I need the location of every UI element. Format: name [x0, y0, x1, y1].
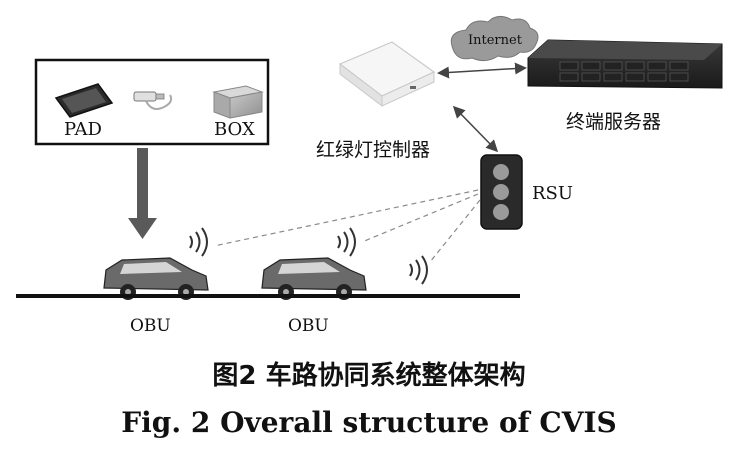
- box-label: BOX: [214, 119, 255, 140]
- rsu-label: RSU: [532, 183, 573, 204]
- car-icon: [261, 257, 367, 300]
- install-arrow: [128, 148, 157, 239]
- signal-wave-icon: [337, 227, 356, 257]
- wireless-link-obu2: [361, 193, 479, 243]
- box-device-icon: [212, 85, 264, 119]
- controller-device-icon: [338, 41, 436, 108]
- internet-label: Internet: [468, 33, 523, 48]
- device-box: PAD BOX: [34, 58, 270, 146]
- obu-label-2: OBU: [288, 316, 329, 336]
- server-label: 终端服务器: [566, 111, 661, 133]
- controller-rsu-link: [452, 105, 499, 153]
- wireless-link-extra: [429, 199, 481, 263]
- controller-server-link: [437, 62, 527, 79]
- pad-label: PAD: [64, 119, 102, 140]
- caption-chinese: 图2 车路协同系统整体架构: [212, 360, 525, 391]
- internet-cloud-icon: Internet: [450, 16, 539, 62]
- caption-english: Fig. 2 Overall structure of CVIS: [121, 406, 616, 439]
- signal-wave-icon: [409, 255, 428, 285]
- signal-wave-icon: [189, 227, 208, 257]
- wireless-links: [213, 189, 481, 263]
- signal-wave-icons: [189, 227, 428, 285]
- tablet-icon: [54, 83, 114, 118]
- usb-dongle-icon: [133, 91, 173, 110]
- car-icon: [103, 257, 209, 300]
- rsu-traffic-light-icon: [480, 154, 523, 230]
- obu-label-1: OBU: [130, 316, 171, 336]
- controller-label: 红绿灯控制器: [316, 139, 430, 161]
- server-rack-icon: [527, 39, 723, 89]
